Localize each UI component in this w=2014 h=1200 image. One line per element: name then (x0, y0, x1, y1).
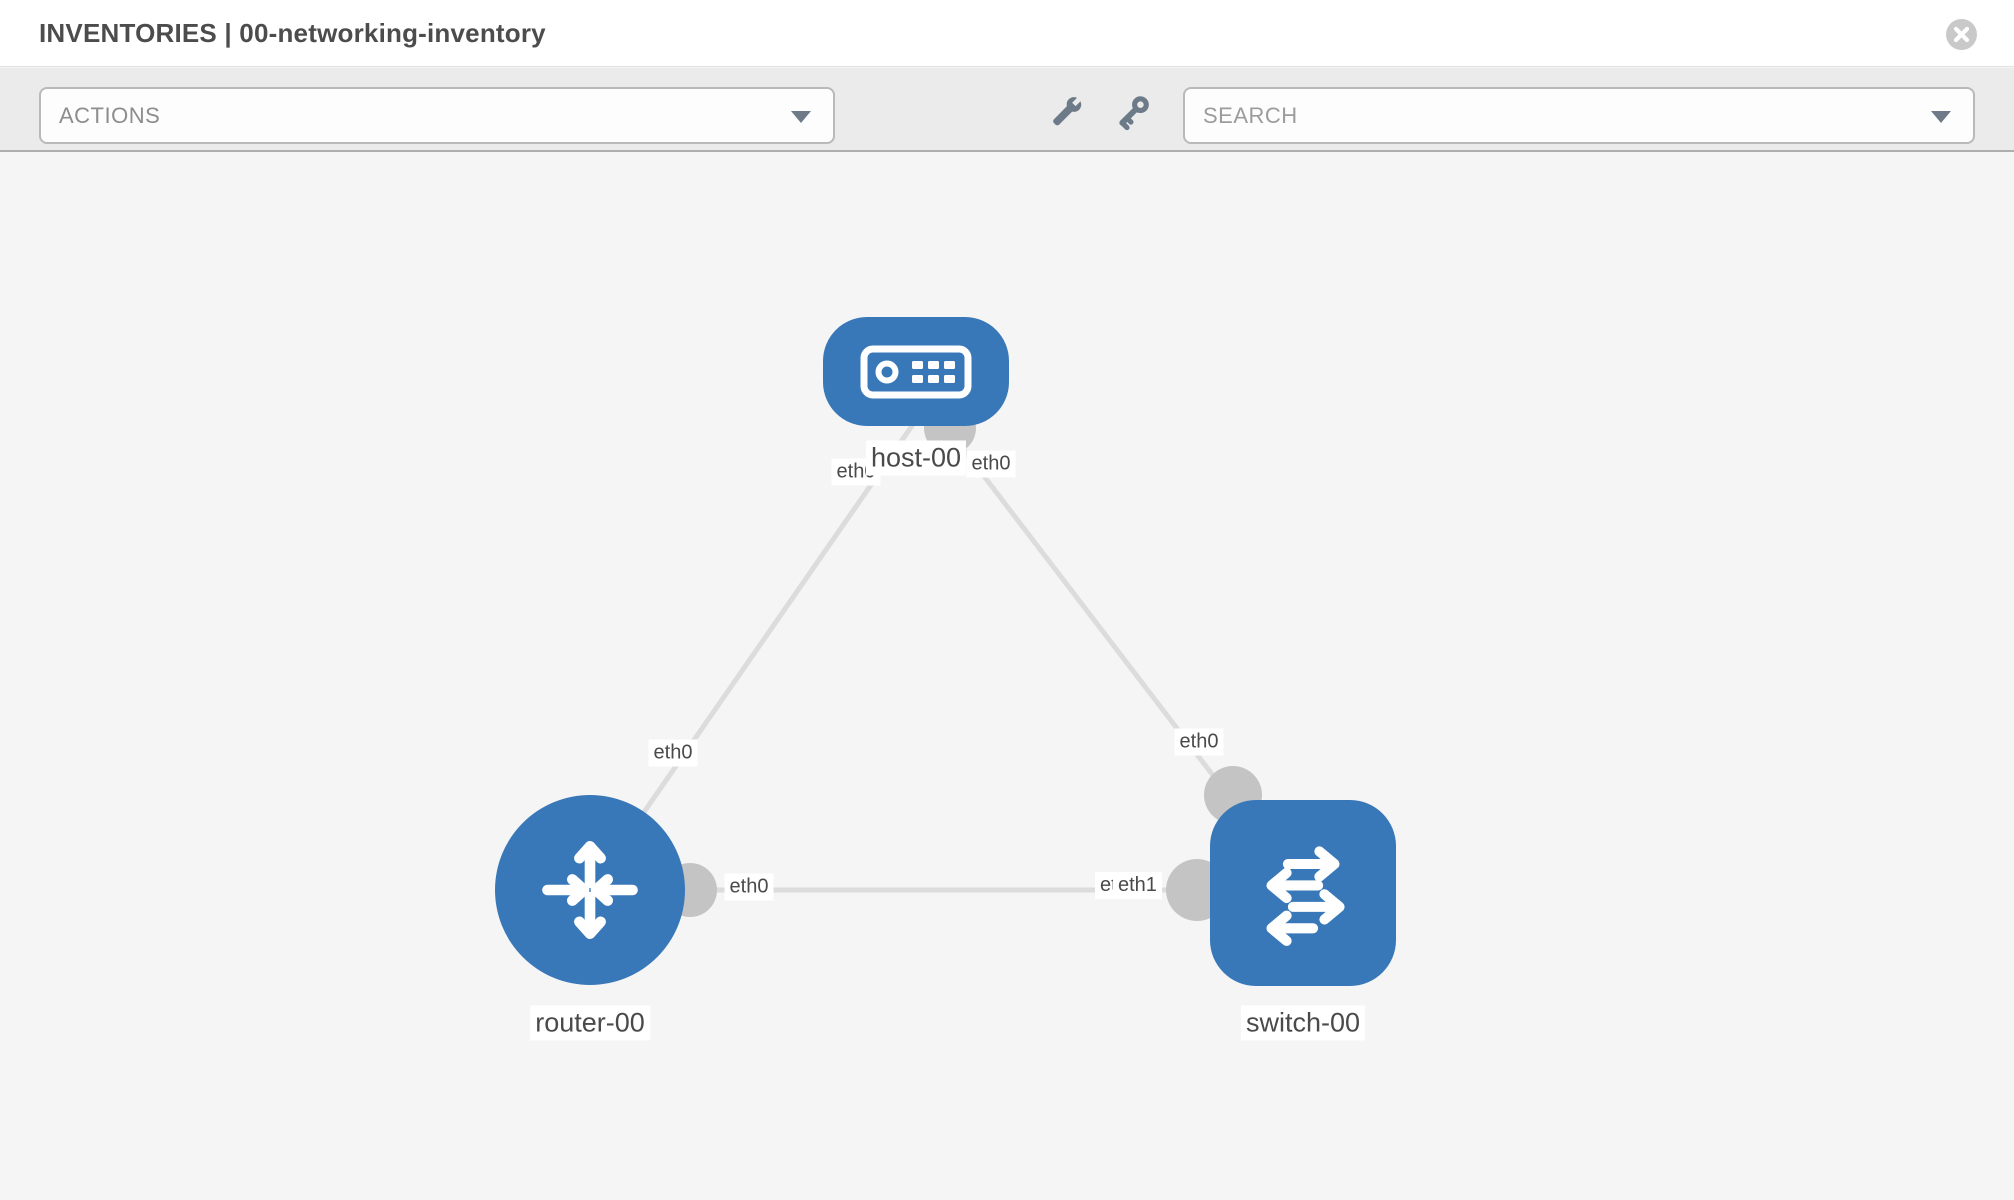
configure-button[interactable] (1047, 95, 1085, 133)
interface-label: eth0 (1174, 728, 1224, 756)
chevron-down-icon (791, 111, 811, 123)
node-switch-00[interactable] (1210, 800, 1396, 986)
toolbar: ACTIONS SEARCH (0, 68, 2014, 152)
topology-canvas[interactable]: eth0 host-00 eth0 eth0 eth0 eth0 eth1 et… (0, 154, 2014, 1200)
node-label-switch-00: switch-00 (1240, 1005, 1366, 1041)
credentials-button[interactable] (1116, 95, 1154, 133)
actions-dropdown[interactable]: ACTIONS (39, 87, 835, 144)
router-icon (542, 841, 638, 939)
node-label-router-00: router-00 (530, 1005, 650, 1041)
node-host-00[interactable] (823, 317, 1009, 426)
close-button[interactable] (1946, 19, 1977, 50)
host-icon (860, 345, 972, 398)
wrench-icon (1053, 97, 1082, 126)
interface-label: eth1 (1113, 872, 1162, 899)
key-icon (1119, 96, 1149, 131)
switch-icon (1266, 846, 1345, 946)
header: INVENTORIES | 00-networking-inventory (0, 0, 2014, 67)
interface-label: eth0 (724, 873, 774, 901)
interface-label: eth0 (648, 739, 698, 767)
actions-dropdown-label: ACTIONS (59, 103, 161, 128)
chevron-down-icon (1931, 111, 1951, 123)
page-title: INVENTORIES | 00-networking-inventory (39, 18, 546, 48)
search-dropdown[interactable]: SEARCH (1183, 87, 1975, 144)
search-placeholder: SEARCH (1203, 103, 1298, 128)
topology-links-layer (587, 402, 1305, 921)
node-router-00[interactable] (495, 795, 685, 985)
close-icon (1953, 26, 1970, 43)
node-label-host-00: host-00 (865, 440, 967, 476)
interface-label: eth0 (966, 450, 1016, 478)
